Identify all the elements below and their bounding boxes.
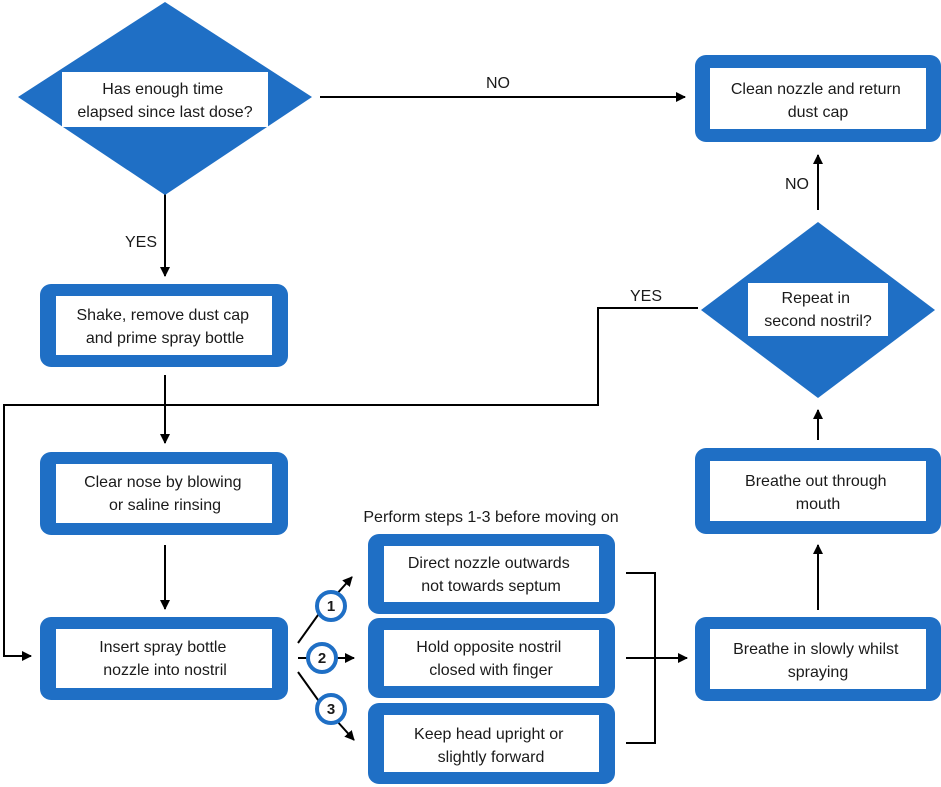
box-text-line2: closed with finger — [429, 662, 553, 679]
box-inner — [56, 464, 272, 523]
box-text: Insert spray bottle nozzle into nostril — [99, 639, 231, 679]
connectors — [3, 92, 823, 744]
box-text-line1: Hold opposite nostril — [416, 639, 561, 656]
box-text: Shake, remove dust cap and prime spray b… — [77, 307, 254, 347]
box-text-line1: Insert spray bottle — [99, 639, 226, 656]
box-text-line1: Clear nose by blowing — [84, 474, 241, 491]
step-clear-nose: Clear nose by blowing or saline rinsing — [40, 452, 288, 535]
box-inner — [710, 629, 926, 689]
step-badge-2: 2 — [306, 642, 338, 674]
edge-repeat-yes-loop — [3, 307, 698, 661]
box-text-line1: Keep head upright or — [414, 726, 564, 743]
box-text-line2: spraying — [788, 664, 848, 681]
label-yes-left: YES — [125, 234, 157, 251]
badge-circle — [306, 642, 338, 674]
badge-number: 1 — [327, 598, 335, 615]
steps-caption: Perform steps 1-3 before moving on — [363, 509, 618, 526]
decision-text-line2: elapsed since last dose? — [77, 104, 252, 121]
box-text: Breathe out through mouth — [745, 473, 891, 513]
step-clean-nozzle: Clean nozzle and return dust cap — [695, 55, 941, 142]
decision-repeat-second-nostril: Repeat in second nostril? — [701, 222, 935, 398]
box-inner — [384, 715, 599, 772]
box-text: Direct nozzle outwards not towards septu… — [408, 555, 574, 595]
box-inner — [384, 546, 599, 602]
badge-number: 3 — [327, 701, 335, 718]
box-text-line2: dust cap — [788, 104, 849, 121]
box-inner — [384, 630, 599, 686]
badge-circle — [315, 590, 347, 622]
step-direct-nozzle: Direct nozzle outwards not towards septu… — [368, 534, 615, 614]
label-yes-repeat: YES — [630, 288, 662, 305]
box-text-line2: slightly forward — [438, 749, 545, 766]
box-inner — [56, 296, 272, 355]
box-text-line1: Breathe in slowly whilst — [733, 641, 899, 658]
box-text-line1: Shake, remove dust cap — [77, 307, 250, 324]
box-inner — [710, 461, 926, 521]
box-text-line2: and prime spray bottle — [86, 330, 244, 347]
box-text-line2: not towards septum — [421, 578, 561, 595]
label-no-right: NO — [785, 176, 809, 193]
decision-text-line1: Repeat in — [782, 290, 851, 307]
step-keep-head: Keep head upright or slightly forward — [368, 703, 615, 784]
box-text-line2: nozzle into nostril — [103, 662, 227, 679]
decision-time-elapsed: Has enough time elapsed since last dose? — [18, 2, 312, 195]
box-text: Breathe in slowly whilst spraying — [733, 641, 903, 681]
step-badge-1: 1 — [315, 590, 347, 622]
badge-circle — [315, 693, 347, 725]
decision-text-line2: second nostril? — [764, 313, 872, 330]
box-text-line1: Breathe out through — [745, 473, 886, 490]
step-insert-spray: Insert spray bottle nozzle into nostril — [40, 617, 288, 700]
box-text: Hold opposite nostril closed with finger — [416, 639, 565, 679]
box-inner — [710, 68, 926, 129]
decision-text: Repeat in second nostril? — [764, 290, 872, 330]
decision-text: Has enough time elapsed since last dose? — [77, 81, 252, 121]
box-text-line1: Clean nozzle and return — [731, 81, 901, 98]
decision-inner-box — [62, 72, 268, 127]
label-no-top: NO — [486, 75, 510, 92]
box-text: Clear nose by blowing or saline rinsing — [84, 474, 246, 514]
decision-inner-box — [748, 283, 888, 336]
box-text: Keep head upright or slightly forward — [414, 726, 568, 766]
step-badge-3: 3 — [315, 693, 347, 725]
box-text: Clean nozzle and return dust cap — [731, 81, 905, 121]
box-text-line1: Direct nozzle outwards — [408, 555, 570, 572]
step-breathe-in: Breathe in slowly whilst spraying — [695, 617, 941, 701]
step-hold-nostril: Hold opposite nostril closed with finger — [368, 618, 615, 698]
box-inner — [56, 629, 272, 688]
decision-text-line1: Has enough time — [102, 81, 223, 98]
box-text-line2: or saline rinsing — [109, 497, 221, 514]
box-text-line2: mouth — [796, 496, 840, 513]
step-breathe-out: Breathe out through mouth — [695, 448, 941, 534]
badge-number: 2 — [318, 650, 326, 667]
step-shake-prime: Shake, remove dust cap and prime spray b… — [40, 284, 288, 367]
